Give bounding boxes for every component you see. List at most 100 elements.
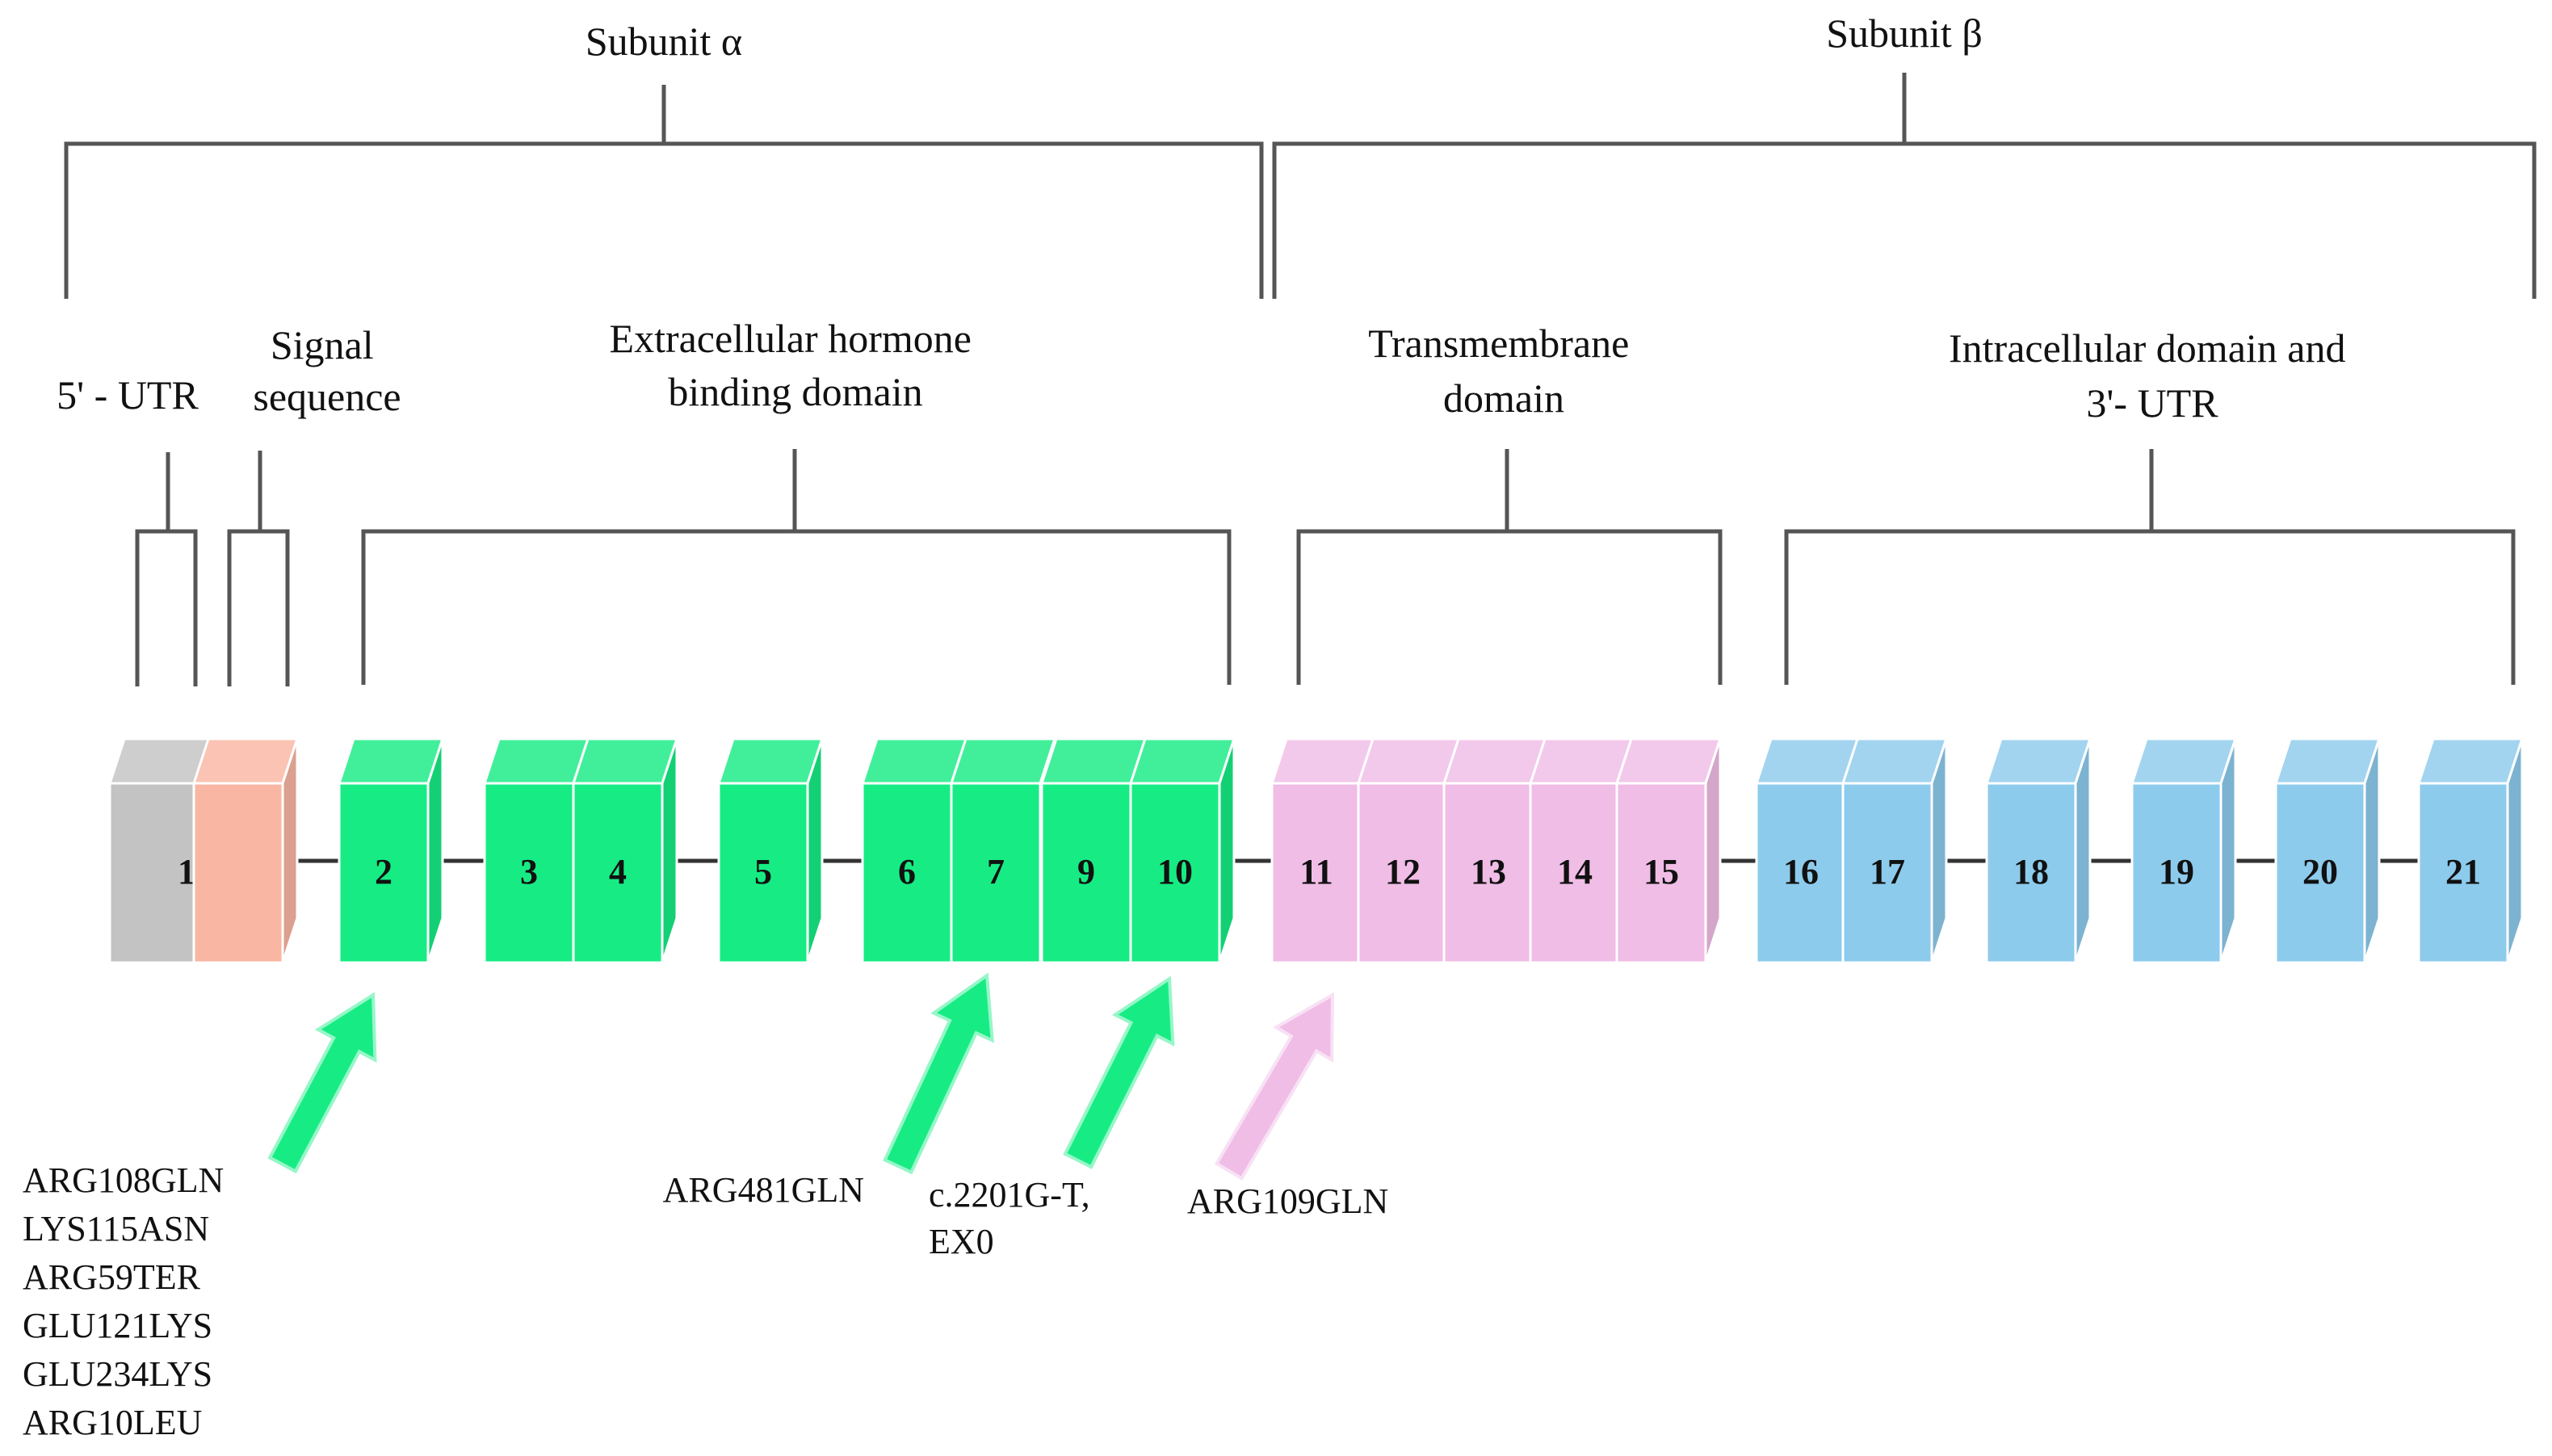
exon-front-face (1270, 782, 1362, 964)
region-label-extracellular: Extracellular hormone binding domain (610, 316, 982, 414)
exon-top-face (2130, 737, 2238, 785)
utr5-bracket (135, 452, 198, 686)
exon-10: 10 (1128, 737, 1236, 964)
exon-number-label: 4 (609, 852, 627, 892)
region-label-signal-line2: sequence (253, 374, 401, 419)
region-label-extracellular-line1: Extracellular hormone (610, 316, 972, 361)
mutation-line: ARG109GLN (1187, 1181, 1388, 1221)
region-label-intracellular-line1: Intracellular domain and (1949, 325, 2345, 371)
exon-number-label: 16 (1783, 852, 1819, 892)
region-label-extracellular-line2: binding domain (668, 369, 922, 414)
mutation-line: c.2201G-T, (929, 1175, 1090, 1215)
exon-front-face (483, 782, 575, 964)
region-label-transmembrane: Transmembrane domain (1368, 321, 1639, 421)
mutation-arrow-exon2 (267, 992, 377, 1174)
exon-number-label: 20 (2302, 852, 2338, 892)
exon-top-face (860, 737, 968, 785)
exon-top-face (1128, 737, 1236, 785)
exon-number-label: 7 (987, 852, 1005, 892)
subunit-beta-bracket (1272, 73, 2537, 299)
exon-front-face (2274, 782, 2366, 964)
region-label-intracellular-line2: 3'- UTR (2086, 380, 2218, 426)
exon-4: 4 (571, 737, 679, 964)
exon-18: 18 (1984, 737, 2092, 964)
exon-front-face (1529, 782, 1621, 964)
exon-14: 14 (1528, 737, 1636, 964)
mutation-line: GLU121LYS (23, 1306, 212, 1345)
exon-top-face (571, 737, 679, 785)
exon-front-face (192, 782, 284, 964)
exon-5: 5 (716, 737, 825, 964)
transmembrane-bracket (1296, 449, 1723, 685)
exon-front-face (950, 782, 1042, 964)
extracellular-bracket (361, 449, 1232, 685)
exon-top-face (1984, 737, 2092, 785)
exon-number-label: 5 (754, 852, 772, 892)
mutation-arrow-exon7 (1063, 976, 1175, 1169)
exon-number-label: 2 (375, 852, 392, 892)
exon-top-face (2416, 737, 2525, 785)
mutation-line: GLU234LYS (23, 1354, 212, 1394)
exon-signal-block (191, 737, 300, 964)
exon-15: 15 (1614, 737, 1723, 964)
exon-top-face (1039, 737, 1148, 785)
exon-20: 20 (2273, 737, 2382, 964)
exon-front-face (2417, 782, 2509, 964)
exon-front-face (1357, 782, 1449, 964)
exon-number-label: 3 (520, 852, 538, 892)
region-label-5utr: 5' - UTR (57, 372, 199, 417)
mutation-label-exon6: ARG481GLN (663, 1170, 864, 1210)
exon-number-label: 13 (1471, 852, 1506, 892)
exon-number-label: 6 (898, 852, 916, 892)
exon-front-face (2130, 782, 2223, 964)
mutation-label-exon2: ARG108GLN LYS115ASN ARG59TER GLU121LYS GLU23… (23, 1160, 224, 1442)
exon-17: 17 (1841, 737, 1949, 964)
mutation-line: LYS115ASN (23, 1209, 209, 1248)
exon-21: 21 (2416, 737, 2525, 964)
exon-number-label: 18 (2013, 852, 2049, 892)
exon-front-face (1615, 782, 1707, 964)
exon-top-face (1841, 737, 1949, 785)
region-label-signal-line1: Signal (271, 322, 374, 367)
exon-19: 19 (2130, 737, 2238, 964)
exon-16: 16 (1754, 737, 1862, 964)
exon-7: 7 (949, 737, 1057, 964)
mutation-line: ARG108GLN (23, 1160, 224, 1200)
exon-2: 2 (337, 737, 445, 964)
exon-top-face (1614, 737, 1723, 785)
mutation-arrow-exon6 (883, 972, 994, 1175)
exon-number-label: 19 (2159, 852, 2194, 892)
exon-number-label: 1 (178, 852, 195, 892)
exon-top-face (337, 737, 445, 785)
exon-front-face (572, 782, 664, 964)
mutation-annotations: ARG108GLN LYS115ASN ARG59TER GLU121LYS GLU23… (23, 972, 1388, 1442)
region-label-transmembrane-line2: domain (1443, 376, 1564, 421)
mutation-line: ARG10LEU (23, 1403, 202, 1442)
signal-sequence-bracket (227, 451, 290, 686)
subunit-alpha-bracket (64, 85, 1264, 299)
exon-number-label: 9 (1077, 852, 1095, 892)
exon-front-face (717, 782, 809, 964)
exon-top-face (716, 737, 825, 785)
exon-number-label: 17 (1870, 852, 1905, 892)
exon-number-label: 12 (1385, 852, 1421, 892)
exon-top-face (482, 737, 590, 785)
exon-number-label: 15 (1643, 852, 1679, 892)
mutation-label-exon7: c.2201G-T,EX0 (929, 1175, 1090, 1261)
exon-number-label: 11 (1299, 852, 1333, 892)
exon-front-face (1442, 782, 1534, 964)
region-label-signal-sequence: Signal sequence (253, 322, 401, 419)
subunit-alpha-label: Subunit α (586, 19, 742, 64)
region-label-intracellular: Intracellular domain and 3'- UTR (1949, 325, 2356, 426)
exon-front-face (1755, 782, 1847, 964)
exon-top-face (191, 737, 300, 785)
mutation-line: ARG481GLN (663, 1170, 864, 1210)
mutation-line: ARG59TER (23, 1257, 201, 1297)
exon-number-label: 10 (1157, 852, 1193, 892)
region-label-transmembrane-line1: Transmembrane (1368, 321, 1629, 366)
exon-number-label: 21 (2445, 852, 2481, 892)
intracellular-bracket (1784, 449, 2516, 685)
mutation-arrow-exon11 (1214, 992, 1335, 1181)
